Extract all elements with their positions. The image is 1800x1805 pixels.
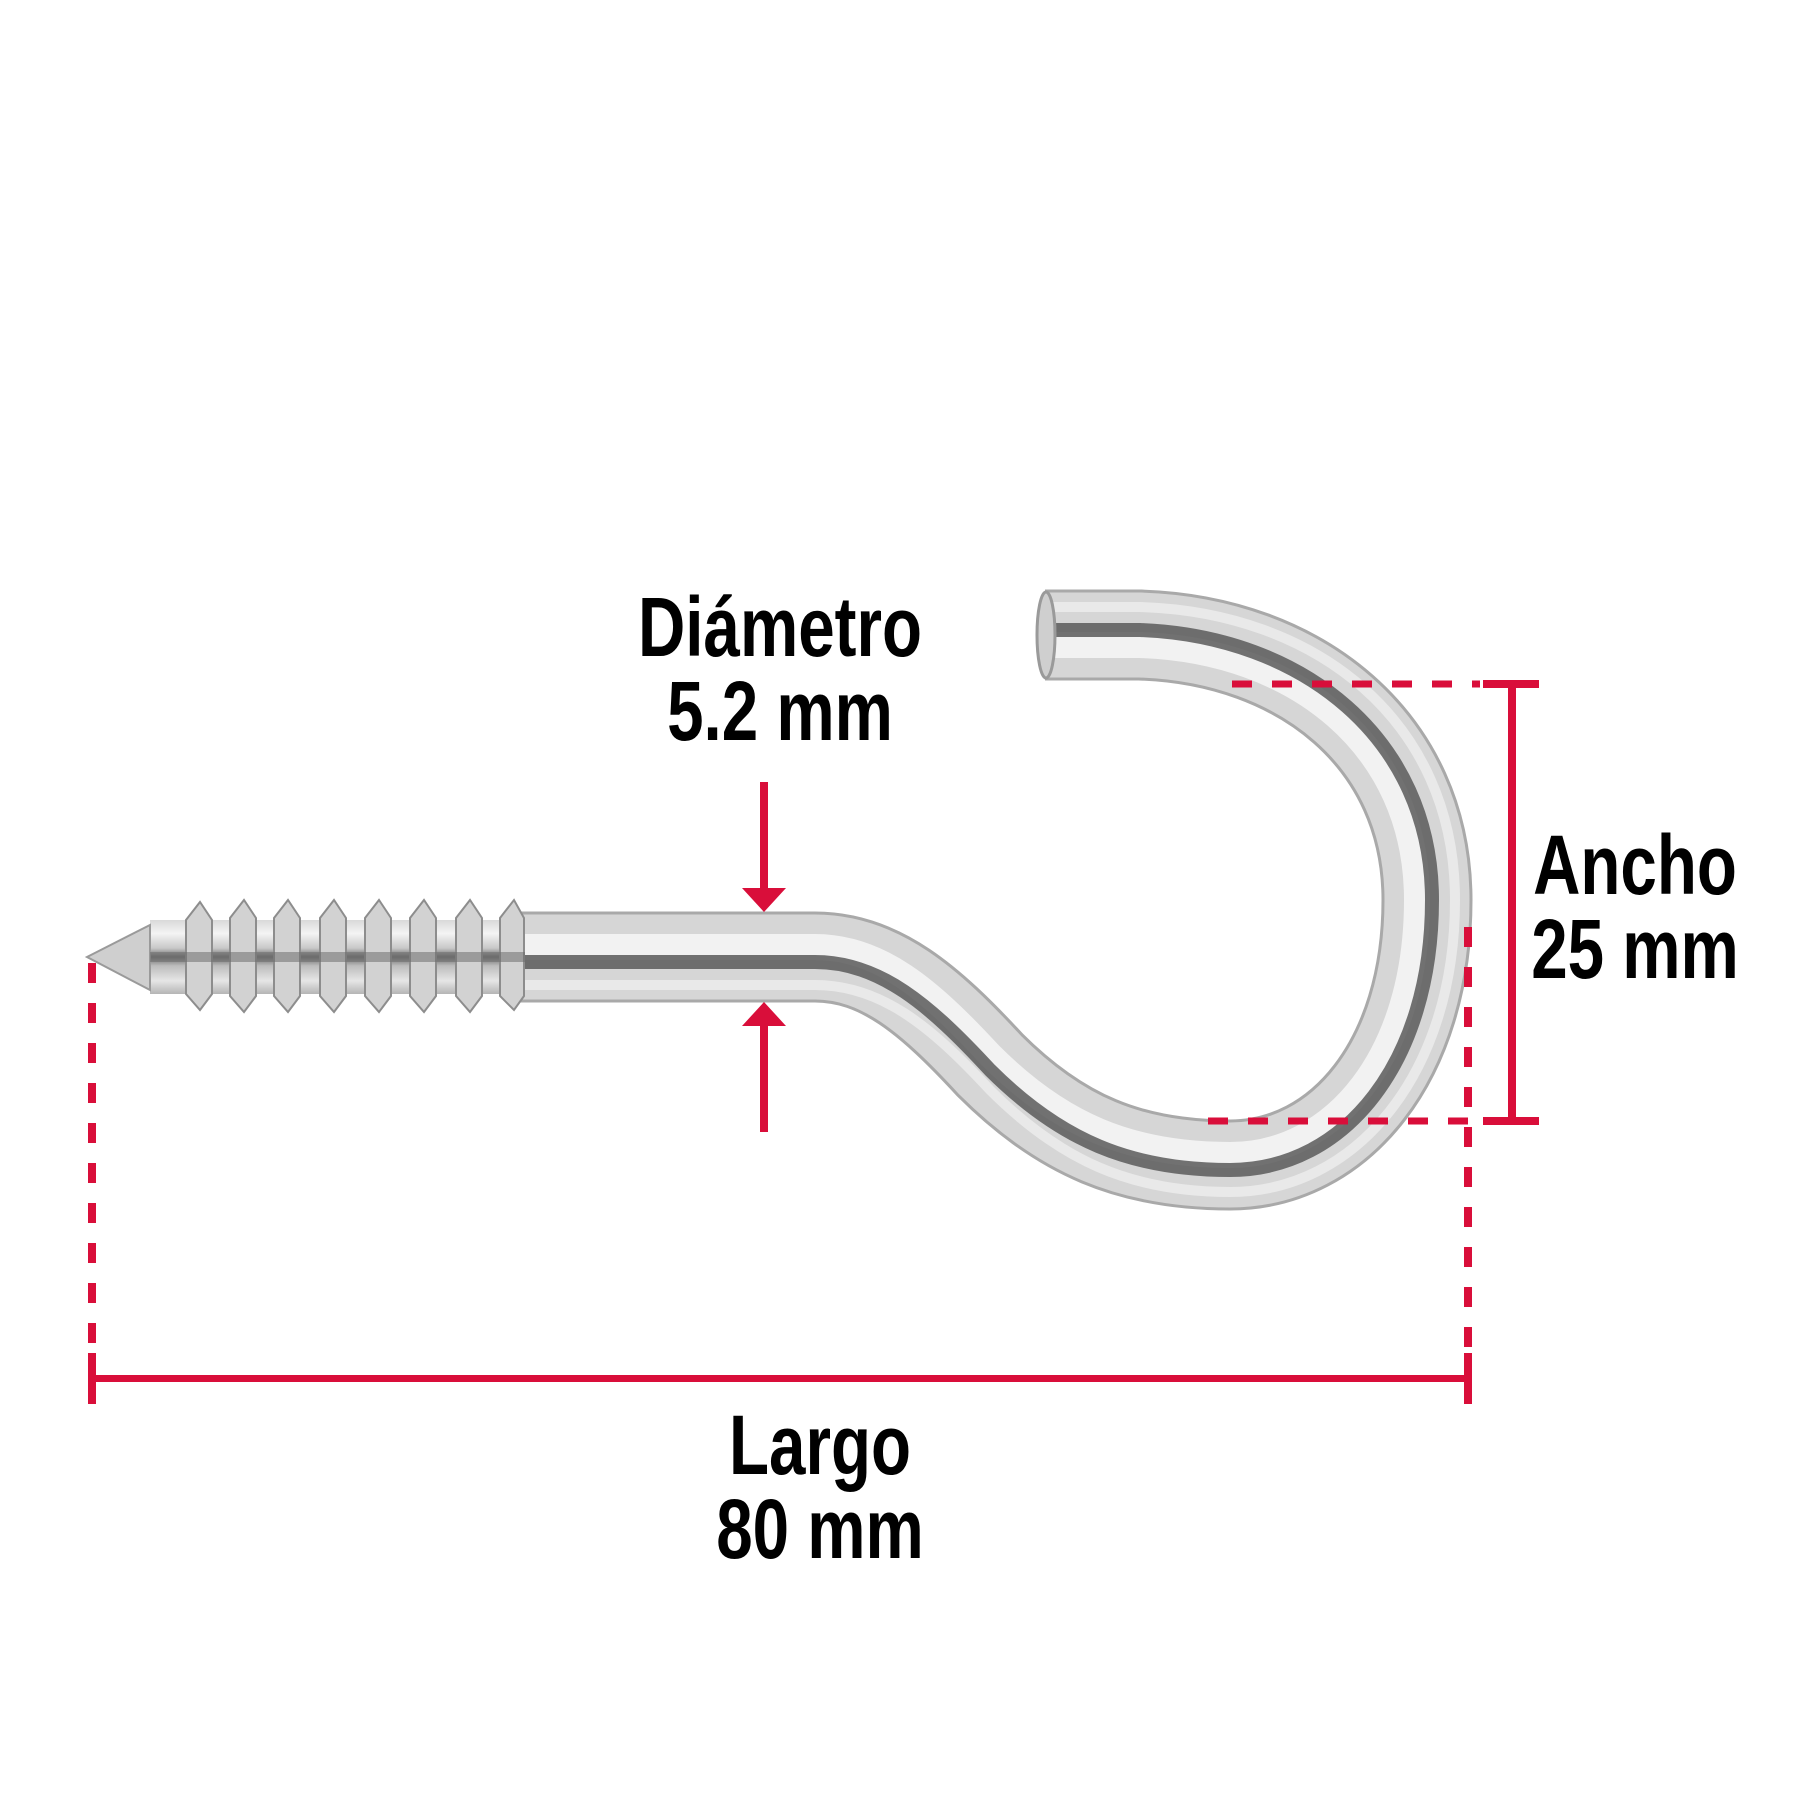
diameter-indicator [742,782,786,1132]
width-bar [1508,684,1516,1121]
width-dimension [1208,680,1539,1125]
arrow-up-icon [742,1002,786,1026]
length-label-title: Largo [728,1398,912,1492]
width-label: Ancho 25 mm [1475,823,1795,991]
length-tick-right [1464,1353,1472,1404]
length-dimension [88,927,1472,1404]
screw-thread [84,898,525,1014]
diameter-arrow-top-shaft [760,782,768,890]
length-label-value: 80 mm [716,1482,924,1576]
screw-hook-icon [84,589,1473,1211]
diameter-label: Diámetro 5.2 mm [624,585,936,753]
width-label-value: 25 mm [1531,902,1739,996]
width-tick-bottom [1483,1117,1539,1125]
diameter-label-value: 5.2 mm [667,664,893,758]
diameter-label-title: Diámetro [637,580,922,674]
diameter-arrow-bottom-shaft [760,1024,768,1132]
length-label: Largo 80 mm [664,1403,976,1571]
length-bar [92,1375,1468,1382]
width-label-title: Ancho [1533,818,1737,912]
arrow-down-icon [742,888,786,912]
